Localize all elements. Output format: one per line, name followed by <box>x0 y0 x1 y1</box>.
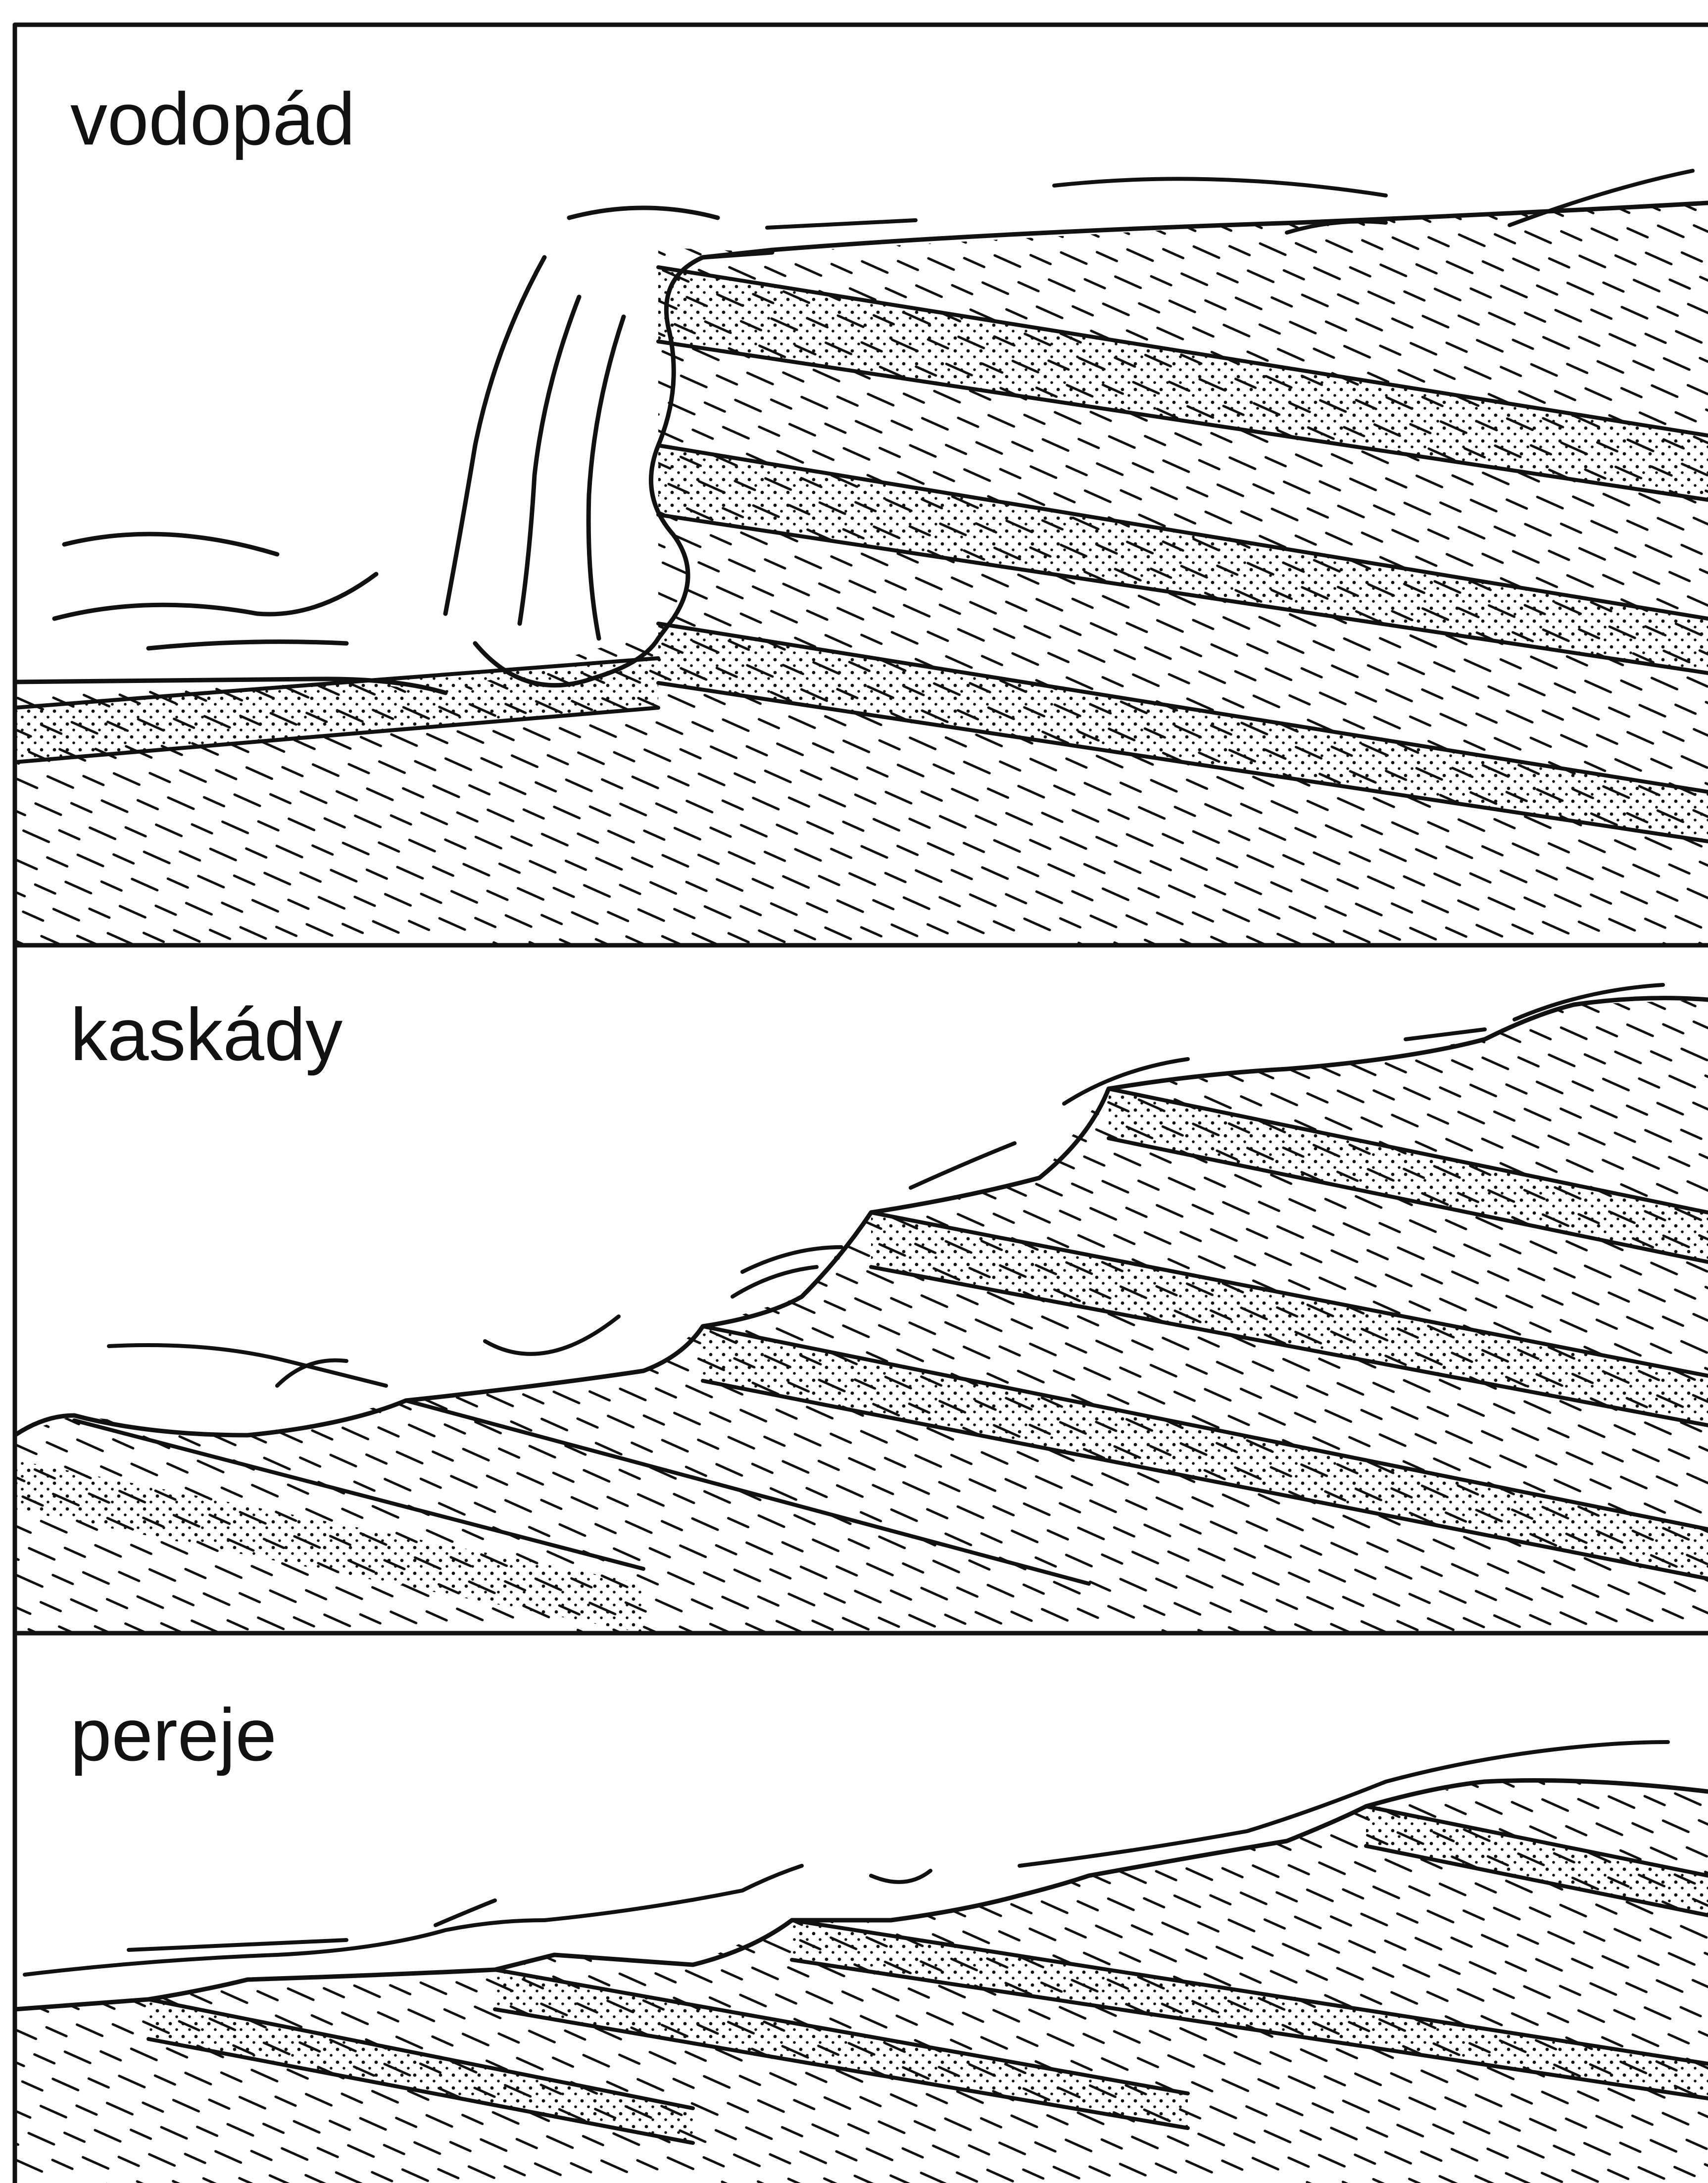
label-cascades: kaskády <box>70 997 342 1071</box>
falling-water <box>54 208 718 685</box>
panel-waterfall <box>15 171 1708 945</box>
panel-rapids <box>15 1742 1708 2183</box>
label-waterfall: vodopád <box>70 82 355 156</box>
panel-cascades <box>15 985 1708 1633</box>
label-rapids: pereje <box>70 1698 277 1772</box>
